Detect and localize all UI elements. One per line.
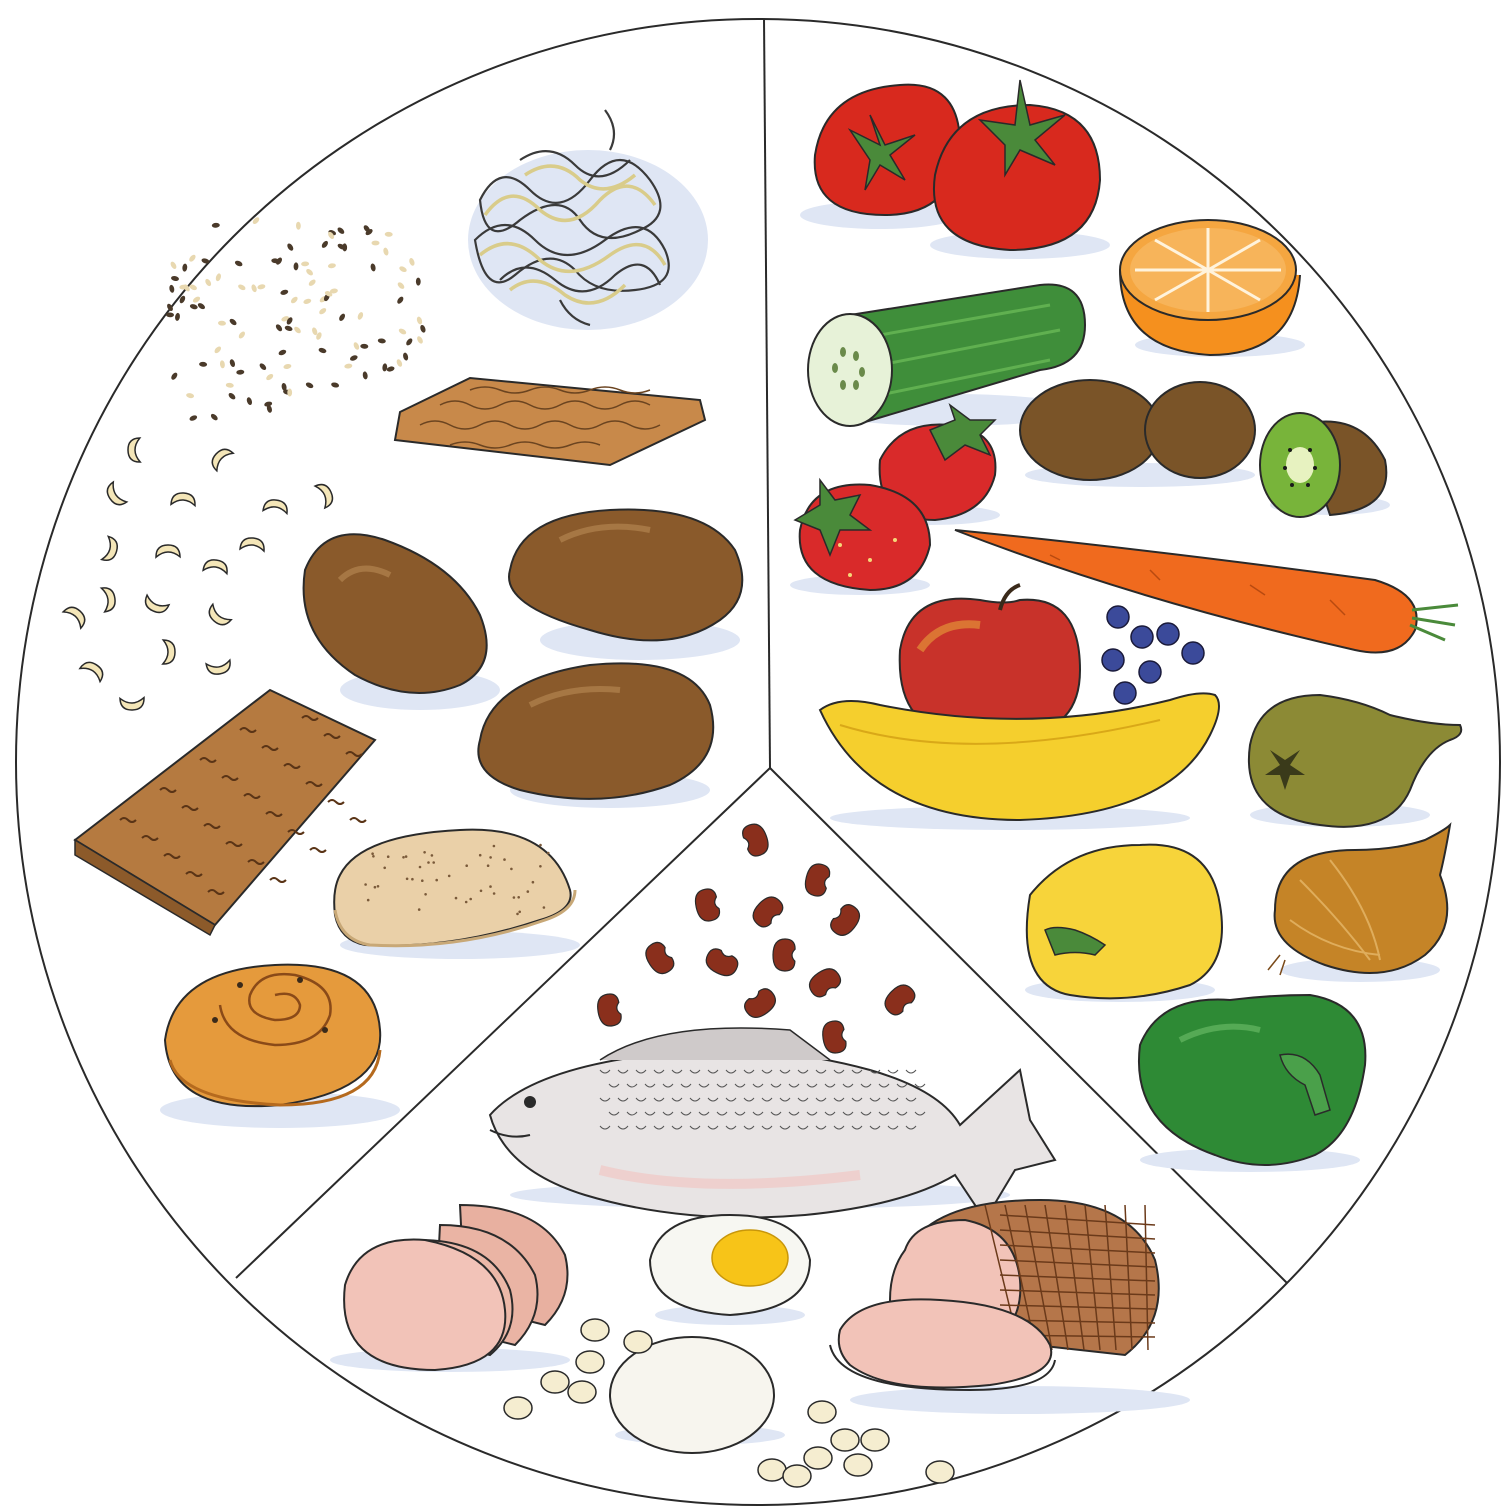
cinnamon-bun-icon <box>160 965 400 1128</box>
bread-slice-icon <box>334 830 580 959</box>
boiled-egg-icon <box>650 1215 810 1325</box>
potato-icon <box>509 510 742 661</box>
kiwi-icon <box>1020 380 1255 487</box>
orange-half-icon <box>1120 220 1305 357</box>
